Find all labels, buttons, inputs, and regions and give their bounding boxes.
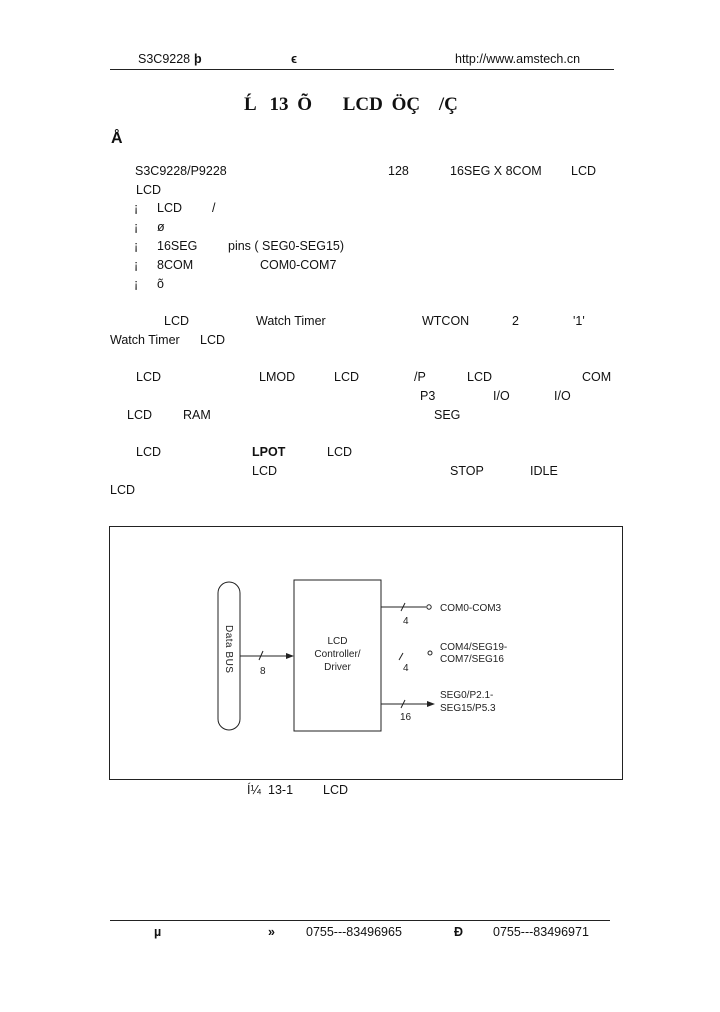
out2-width-tick	[398, 652, 404, 661]
bullet-text: ø	[157, 220, 165, 234]
para1-text: 128	[388, 164, 409, 178]
bullet-text: 16SEG	[157, 239, 198, 253]
para4-text: LCD	[327, 445, 353, 459]
out2-label: COM7/SEG16	[440, 654, 504, 665]
para4-text: IDLE	[530, 464, 558, 478]
title-glyph: Õ	[297, 94, 312, 115]
bus-width-tick	[258, 650, 264, 661]
header-glyph: ϸ	[194, 52, 202, 66]
bullet-mark: ¡	[134, 258, 139, 272]
para1-text: S3C9228/P9228	[135, 164, 227, 178]
para4-text: LPOT	[252, 445, 286, 459]
para3-text: COM	[582, 370, 612, 384]
para3-text: P3	[420, 389, 436, 403]
header-url[interactable]: http://www.amstech.cn	[455, 52, 581, 66]
para3-text: SEG	[434, 408, 461, 422]
footer-glyph: µ	[154, 925, 162, 939]
bullet-mark: ¡	[134, 220, 139, 234]
footer-glyph: »	[268, 925, 275, 939]
footer-fax: 0755---83496971	[493, 925, 589, 939]
arrowhead-icon	[286, 653, 294, 659]
para3-text: LCD	[334, 370, 360, 384]
out3-width-tick	[400, 699, 406, 709]
caption-prefix: Í¼	[247, 783, 261, 797]
para2-text: Watch Timer	[110, 333, 180, 347]
para3-text: /P	[414, 370, 426, 384]
para4-text: LCD	[252, 464, 278, 478]
para1-text: LCD	[136, 183, 162, 197]
para3-text: LCD	[136, 370, 162, 384]
title-prefix: Ĺ	[244, 94, 257, 115]
bullet-text: /	[212, 201, 216, 215]
chapter-title: Ĺ 13 Õ LCD ÖÇ /Ç	[244, 94, 458, 116]
header-chip-code: S3C9228	[138, 52, 191, 66]
caption-text: LCD	[323, 783, 349, 797]
para2-text: Watch Timer	[256, 314, 326, 328]
bullet-mark: ¡	[134, 277, 139, 291]
para3-text: I/O	[554, 389, 571, 403]
para3-text: LCD	[467, 370, 493, 384]
para3-text: RAM	[183, 408, 211, 422]
arrowhead-icon	[427, 701, 435, 707]
out3-label: SEG0/P2.1-	[440, 690, 494, 701]
section-heading: Å	[111, 130, 123, 147]
para4-text: LCD	[136, 445, 162, 459]
out3-label: SEG15/P5.3	[440, 703, 496, 714]
bullet-text: pins ( SEG0-SEG15)	[228, 239, 345, 253]
bullet-text: 8COM	[157, 258, 194, 272]
title-glyph: /Ç	[438, 94, 458, 115]
out1-width-tick	[400, 602, 406, 612]
para1-text: LCD	[571, 164, 597, 178]
para3-text: LMOD	[259, 370, 296, 384]
block-label-line: Controller/	[314, 649, 361, 660]
block-label: LCD Controller/ Driver	[294, 635, 381, 674]
para1-text: 16SEG X 8COM	[450, 164, 542, 178]
header-glyph: ϵ	[291, 52, 297, 66]
title-glyph: ÖÇ	[391, 94, 421, 115]
out2-label: COM4/SEG19-	[440, 642, 508, 653]
bullet-text: LCD	[157, 201, 183, 215]
footer-glyph: Ð	[454, 925, 464, 939]
out2-width-label: 4	[403, 663, 409, 674]
bullet-text: õ	[157, 277, 164, 291]
caption-number: 13-1	[268, 783, 294, 797]
bullet-mark: ¡	[134, 201, 139, 215]
block-label-line: LCD	[327, 636, 348, 647]
para2-text: '1'	[573, 314, 585, 328]
out1-width-label: 4	[403, 616, 409, 627]
title-lcd: LCD	[342, 94, 383, 115]
header-rule	[110, 69, 614, 70]
lcd-controller-block	[293, 579, 382, 732]
bullet-text: COM0-COM7	[260, 258, 337, 272]
pin-circle-icon	[427, 650, 433, 656]
para2-text: LCD	[200, 333, 226, 347]
out1-label: COM0-COM3	[440, 603, 502, 614]
para3-text: I/O	[493, 389, 510, 403]
para4-text: STOP	[450, 464, 484, 478]
chapter-number: 13	[269, 94, 289, 115]
data-bus-label: Data BUS	[223, 625, 234, 674]
footer-phone: 0755---83496965	[306, 925, 402, 939]
para4-text: LCD	[110, 483, 136, 497]
bullet-mark: ¡	[134, 239, 139, 253]
para2-text: LCD	[164, 314, 190, 328]
bus-width-label: 8	[260, 666, 266, 677]
block-label-line: Driver	[324, 662, 351, 673]
para3-text: LCD	[127, 408, 153, 422]
lcd-block-diagram	[217, 579, 435, 732]
footer-rule	[110, 920, 610, 921]
out3-width-label: 16	[400, 712, 412, 723]
para2-text: 2	[512, 314, 519, 328]
figure-frame: Data BUS 8 LCD Controller/ Driver COM0-C…	[109, 526, 623, 780]
para2-text: WTCON	[422, 314, 470, 328]
pin-circle-icon	[426, 604, 432, 610]
